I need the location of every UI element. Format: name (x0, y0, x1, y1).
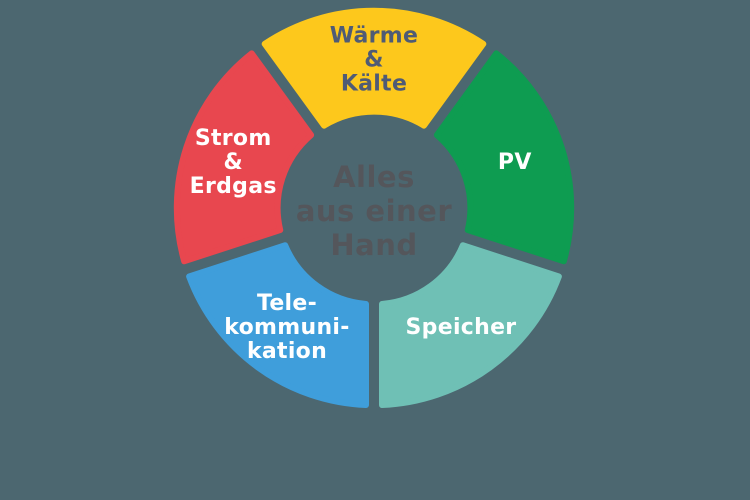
segment-pv (433, 50, 575, 265)
segment-label-pv: PV (498, 150, 532, 175)
segment-telekommunikation (186, 242, 369, 408)
segment-strom-erdgas (173, 50, 315, 265)
segment-label-telekommunikation: Tele-kommuni-kation (224, 291, 349, 364)
segment-speicher (379, 242, 562, 408)
segment-waerme-kaelte (261, 7, 487, 129)
segment-label-speicher: Speicher (406, 315, 517, 340)
segment-label-strom-erdgas: Strom&Erdgas (190, 126, 277, 199)
segment-label-waerme-kaelte: Wärme&Kälte (330, 24, 419, 97)
